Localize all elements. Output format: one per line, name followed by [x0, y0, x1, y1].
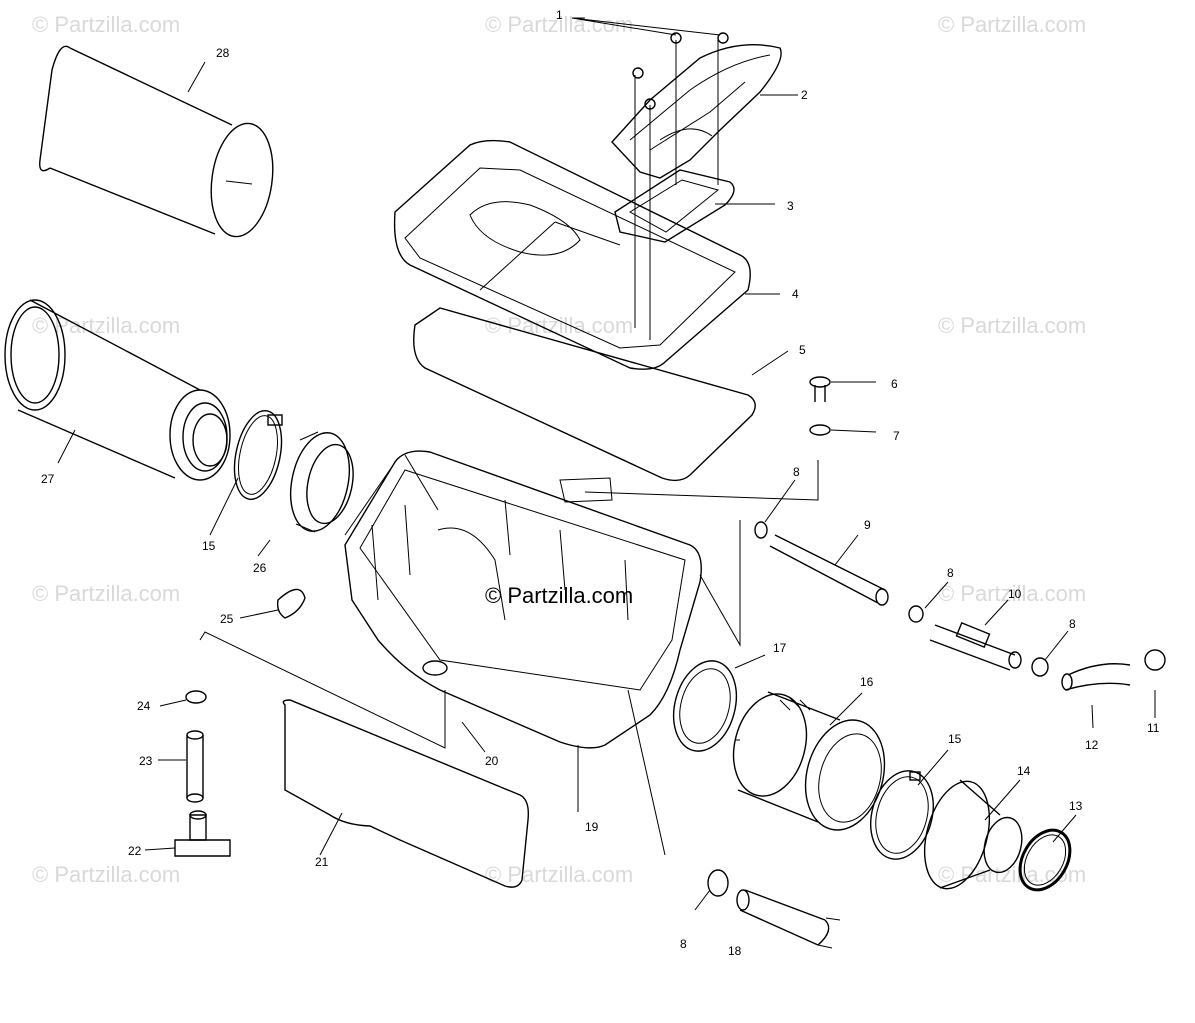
label-27: 27 — [41, 472, 55, 486]
watermark: © Partzilla.com — [938, 313, 1087, 338]
label-5: 5 — [799, 343, 806, 357]
part-9-tube — [769, 534, 889, 606]
part-8-clamp-a — [754, 521, 768, 539]
label-25: 25 — [220, 612, 234, 626]
watermark: © Partzilla.com — [485, 313, 634, 338]
label-15a: 15 — [948, 732, 962, 746]
leader-lines — [57, 17, 1156, 911]
part-14-boot — [924, 779, 1023, 890]
watermark: © Partzilla.com — [485, 12, 634, 37]
label-28: 28 — [216, 46, 230, 60]
watermark: © Partzilla.com — [32, 581, 181, 606]
label-10: 10 — [1008, 587, 1022, 601]
part-17-oring — [672, 660, 738, 752]
label-24: 24 — [137, 699, 151, 713]
part-21-cover — [282, 699, 530, 888]
label-7: 7 — [893, 429, 900, 443]
part-26-adapter — [290, 431, 354, 533]
label-13: 13 — [1069, 799, 1083, 813]
part-6-bolt — [809, 376, 831, 402]
part-10-valve — [929, 621, 1022, 671]
label-20: 20 — [485, 754, 499, 768]
part-4-airbox-lid — [393, 139, 751, 370]
label-8a: 8 — [793, 465, 800, 479]
label-8b: 8 — [947, 566, 954, 580]
label-26: 26 — [253, 561, 267, 575]
label-14: 14 — [1017, 764, 1031, 778]
part-15-clamp-lower — [870, 770, 934, 860]
part-18-hose — [736, 889, 841, 949]
label-9: 9 — [864, 518, 871, 532]
part-24-clamp — [185, 690, 207, 704]
callout-labels: 1 2 3 4 5 6 7 8 9 8 10 8 11 12 13 14 15 … — [41, 8, 1160, 958]
label-21: 21 — [315, 855, 329, 869]
watermark: © Partzilla.com — [32, 12, 181, 37]
watermark-center: © Partzilla.com — [485, 583, 634, 608]
part-28-outer-sleeve — [39, 45, 274, 238]
part-27-air-filter — [4, 299, 231, 481]
label-19: 19 — [585, 820, 599, 834]
part-22-tee — [174, 810, 231, 857]
part-2-inlet-cover — [611, 44, 782, 179]
part-8-clamp-c — [1031, 657, 1049, 677]
part-7-washer — [809, 424, 831, 436]
label-3: 3 — [787, 199, 794, 213]
label-15b: 15 — [202, 539, 216, 553]
label-6: 6 — [891, 377, 898, 391]
label-8c: 8 — [1069, 617, 1076, 631]
watermark: © Partzilla.com — [32, 862, 181, 887]
label-11: 11 — [1147, 721, 1160, 735]
part-3-gasket — [614, 169, 735, 243]
part-5-seal — [413, 307, 756, 482]
part-11-clamp — [1144, 649, 1166, 671]
label-23: 23 — [139, 754, 153, 768]
part-13-clamp — [1018, 828, 1072, 892]
label-22: 22 — [128, 844, 142, 858]
label-4: 4 — [792, 287, 799, 301]
watermark: © Partzilla.com — [938, 12, 1087, 37]
part-20-bracket — [199, 631, 446, 749]
part-8-clamp-b — [908, 605, 924, 623]
label-17: 17 — [773, 641, 787, 655]
part-16-adapter — [732, 691, 886, 831]
label-8d: 8 — [680, 937, 687, 951]
part-23-tube — [186, 730, 204, 803]
part-15-clamp-upper — [233, 410, 283, 500]
label-16: 16 — [860, 675, 874, 689]
part-8-clamp-lower — [707, 869, 729, 897]
label-2: 2 — [801, 88, 808, 102]
part-19-airbox-housing — [344, 450, 702, 749]
label-1: 1 — [556, 8, 563, 22]
label-18: 18 — [728, 944, 742, 958]
label-12: 12 — [1085, 738, 1099, 752]
watermark: © Partzilla.com — [485, 862, 634, 887]
part-12-hose — [1061, 663, 1131, 691]
watermark: © Partzilla.com — [938, 581, 1087, 606]
part-25-clip — [276, 588, 306, 619]
